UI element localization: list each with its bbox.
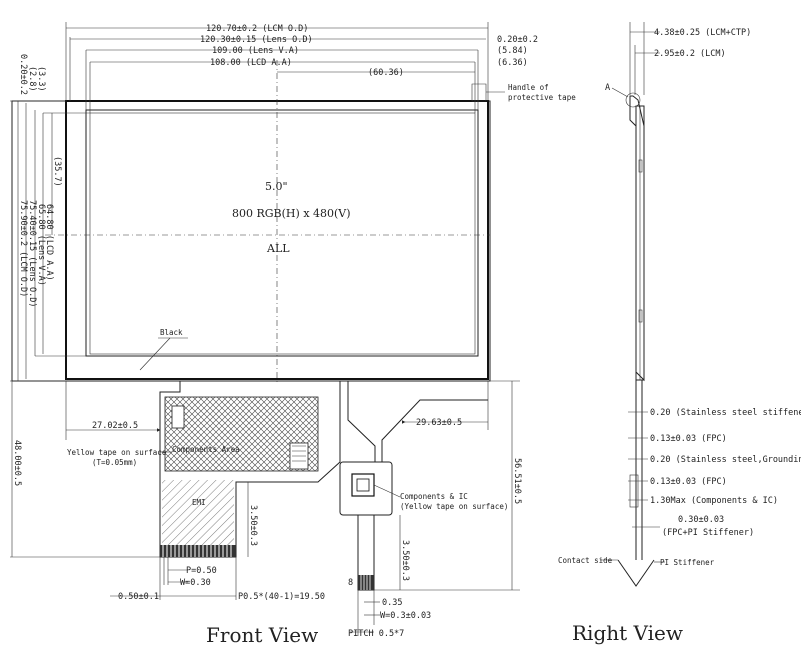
dim-total-height: 56.51±0.5 [512, 458, 522, 504]
components-ic-note2: (Yellow tape on surface) [400, 502, 508, 511]
dim-left-2: (2.8) [27, 66, 37, 92]
tail-label: 8 [348, 578, 353, 588]
layer-grounding: 0.20 (Stainless steel,Grounding) [650, 455, 801, 465]
dim-left-offset: 27.02±0.5 [92, 421, 138, 431]
layer-fpc-2: 0.13±0.03 (FPC) [650, 477, 727, 487]
fpc-contact-lines [162, 545, 232, 557]
components-ic-note1: Components & IC [400, 492, 468, 501]
fpc-connector-pad [171, 405, 185, 429]
screen-area: ALL [266, 242, 290, 255]
front-view-title: Front View [206, 623, 318, 647]
dim-width-030: W=0.30 [180, 578, 211, 588]
dim-pitch7: PITCH 0.5*7 [348, 629, 404, 639]
dim-lcd-aa: 108.00 (LCD A.A) [210, 58, 292, 68]
dim-w03: W=0.3±0.03 [380, 611, 431, 621]
screen-size: 5.0" [265, 180, 288, 193]
pi-stiffener-label: PI Stiffener [660, 558, 715, 567]
contact-side-arrow [617, 559, 655, 587]
dim-tail-350: 3.50±0.3 [400, 540, 410, 581]
fpc-tail-bend [347, 381, 488, 462]
layer-fpc-1: 0.13±0.03 (FPC) [650, 434, 727, 444]
fpc-tail-contacts [358, 575, 374, 590]
right-view: 4.38±0.25 (LCM+CTP) 2.95±0.2 (LCM) A 0.2… [558, 22, 801, 645]
lens-view-area [85, 109, 479, 357]
dim-lcd-aa-v: 64.80 (LCD A.A) [44, 204, 54, 281]
dim-lens-od-v: 75.40±0.15 (Lens O.D) [27, 200, 37, 307]
emi-label: EMI [192, 498, 206, 507]
dim-fpc-height: 48.00±0.5 [12, 440, 22, 486]
dim-half-v: (35.7) [52, 156, 62, 187]
black-label: Black [160, 328, 183, 337]
dim-pitch-050: P=0.50 [186, 566, 217, 576]
handle-note-line2: protective tape [508, 93, 576, 102]
front-view: 120.70±0.2 (LCM O.D) 120.30±0.15 (Lens O… [10, 22, 576, 647]
components-area-label: Components Area [172, 445, 240, 454]
right-view-title: Right View [572, 621, 683, 645]
ic-board [339, 461, 393, 516]
dim-right-3: (6.36) [497, 58, 528, 68]
layer-components: 1.30Max (Components & IC) [650, 496, 778, 506]
yellow-tape-note2: (T=0.05mm) [92, 458, 137, 467]
handle-note-line1: Handle of [508, 83, 549, 92]
dim-lcm-od: 120.70±0.2 (LCM O.D) [206, 24, 308, 34]
screen-resolution: 800 RGB(H) x 480(V) [232, 207, 351, 220]
dim-lcm-od-v: 75.90±0.2 (LCM O.D) [18, 200, 28, 297]
dim-lens-va-v: 65.80 (Lens V.A) [36, 204, 46, 286]
fpc-pi-label: (FPC+PI Stiffener) [662, 528, 754, 538]
side-fpc [635, 380, 643, 560]
dim-half-h: (60.36) [368, 68, 404, 78]
dim-lcm: 2.95±0.2 (LCM) [654, 49, 726, 59]
dim-350: 3.50±0.3 [248, 505, 258, 546]
lcm-outline [11, 100, 491, 382]
dim-lens-od: 120.30±0.15 (Lens O.D) [200, 35, 313, 45]
detail-a-circle [625, 92, 641, 108]
yellow-tape-note1: Yellow tape on surface [67, 448, 167, 457]
protective-tape-handle [471, 83, 487, 102]
contact-side-label: Contact side [558, 556, 613, 565]
dim-right-offset: 29.63±0.5 [416, 418, 462, 428]
dim-right-2: (5.84) [497, 46, 528, 56]
dim-left-1: 0.20±0.2 [18, 54, 28, 95]
lcd-active-area [89, 112, 476, 355]
layer-stiffener: 0.20 (Stainless steel stiffener) [650, 408, 801, 418]
side-body [629, 95, 645, 382]
dim-035: 0.35 [382, 598, 402, 608]
fpc-outline [159, 380, 341, 558]
dim-lens-va: 109.00 (Lens V.A) [212, 46, 299, 56]
dim-left-3: (3.3) [36, 66, 46, 92]
point-a-label: A [605, 83, 610, 93]
dim-edge: 0.50±0.1 [118, 592, 159, 602]
dim-right-1: 0.20±0.2 [497, 35, 538, 45]
dim-pitch-total: P0.5*(40-1)=19.50 [238, 592, 325, 602]
fpc-pi-thickness: 0.30±0.03 [678, 515, 724, 525]
dim-lcm-ctp: 4.38±0.25 (LCM+CTP) [654, 28, 751, 38]
fpc-emi-hatch [162, 480, 234, 545]
